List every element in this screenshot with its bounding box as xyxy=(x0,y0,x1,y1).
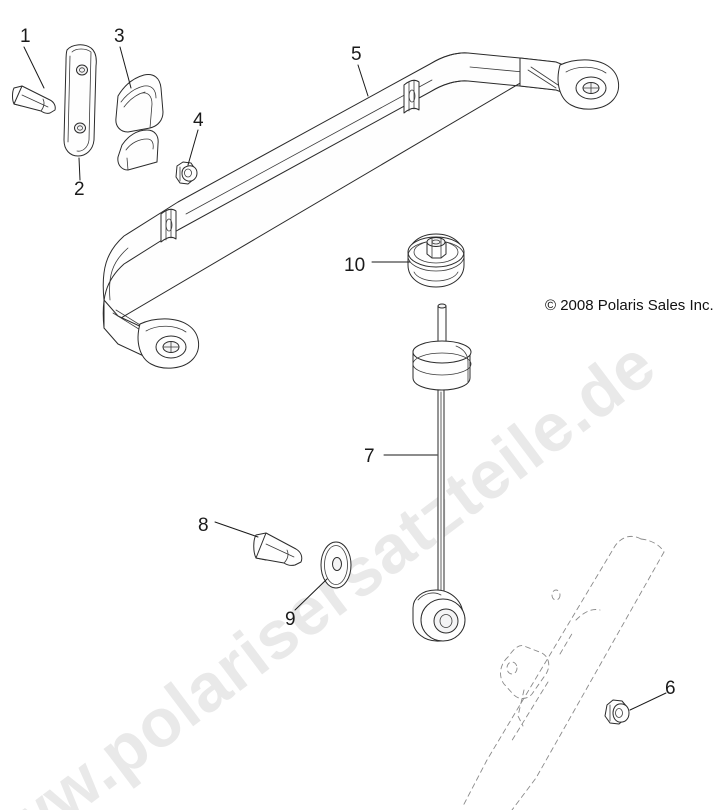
leader-3 xyxy=(119,46,132,89)
callout-label-4[interactable]: 4 xyxy=(193,110,204,131)
suspension-arm-reference xyxy=(462,535,665,810)
callout-label-7[interactable]: 7 xyxy=(364,446,375,467)
part-shoulder-bolt[interactable] xyxy=(253,532,303,566)
callout-label-3[interactable]: 3 xyxy=(114,26,125,47)
callout-leader-lines xyxy=(23,46,667,711)
callout-label-9[interactable]: 9 xyxy=(285,609,296,630)
part-flange-nut-small[interactable] xyxy=(175,161,198,185)
copyright-notice: © 2008 Polaris Sales Inc. xyxy=(545,297,714,314)
callout-label-10[interactable]: 10 xyxy=(344,255,365,276)
callout-label-8[interactable]: 8 xyxy=(198,515,209,536)
callout-label-2[interactable]: 2 xyxy=(74,179,85,200)
leader-9 xyxy=(294,578,328,611)
callout-label-5[interactable]: 5 xyxy=(351,44,362,65)
part-stabilizer-link[interactable] xyxy=(412,303,472,642)
leader-1 xyxy=(23,46,45,89)
part-link-bushing-upper[interactable] xyxy=(407,233,465,288)
part-flange-nut-lower[interactable] xyxy=(604,699,630,725)
callout-label-1[interactable]: 1 xyxy=(20,26,31,47)
part-stabilizer-bar[interactable] xyxy=(102,52,620,369)
part-flat-washer[interactable] xyxy=(320,541,352,589)
leader-5 xyxy=(357,64,369,97)
leader-2 xyxy=(78,157,81,181)
leader-8 xyxy=(214,521,259,538)
part-flange-bolt[interactable] xyxy=(12,85,56,114)
part-retainer-plate[interactable] xyxy=(63,44,97,157)
leader-4 xyxy=(187,129,199,166)
part-bushing-halves[interactable] xyxy=(115,74,164,171)
leader-6 xyxy=(629,692,667,711)
callout-numbers: 1 2 3 4 5 6 7 8 9 10 xyxy=(20,26,676,699)
callout-label-6[interactable]: 6 xyxy=(665,678,676,699)
